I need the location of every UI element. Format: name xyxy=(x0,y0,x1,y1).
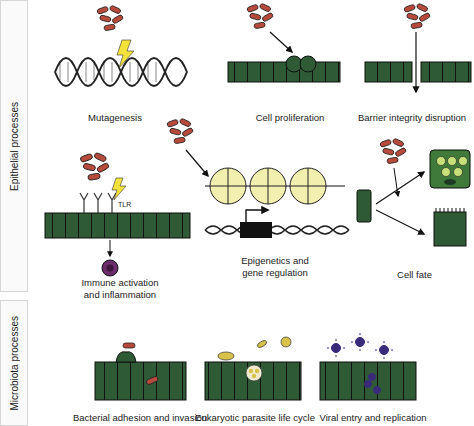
immune-cell xyxy=(102,260,118,276)
virus xyxy=(332,338,389,394)
process-panel: Mutagenesis xyxy=(45,0,185,123)
epithelium xyxy=(320,362,416,400)
panel-caption: Viral entry and replication xyxy=(319,412,426,424)
fate-arrow xyxy=(376,210,424,234)
epithelium xyxy=(205,362,301,400)
bacterium xyxy=(123,343,135,348)
panel-caption: Cell fate xyxy=(397,269,432,281)
fate-arrow xyxy=(376,172,424,204)
parasite xyxy=(256,339,267,348)
panel-caption: Bacterial adhesion and invasion xyxy=(73,412,207,424)
section-title: Epithelial processes xyxy=(9,102,20,191)
damage-bolt xyxy=(117,40,134,68)
epithelium xyxy=(421,62,471,82)
panel-caption: Epigenetics and gene regulation xyxy=(230,255,320,278)
section-band: Epithelial processes xyxy=(0,0,28,292)
process-panel: Bacterial adhesion and invasion xyxy=(70,340,210,423)
bacteria xyxy=(97,5,124,31)
signal-bolt xyxy=(112,178,126,200)
panel-caption: Immune activation and inflammation xyxy=(75,277,165,300)
panel-caption: Barrier integrity disruption xyxy=(358,112,466,124)
epithelium xyxy=(45,213,190,238)
dna-strand xyxy=(205,226,349,234)
section-band: Microbiota processes xyxy=(0,300,28,426)
nucleosome xyxy=(210,168,326,204)
bacteria xyxy=(80,152,110,180)
absorptive-cell xyxy=(434,212,466,246)
epithelium xyxy=(95,362,186,400)
bacterium xyxy=(146,376,159,386)
process-panel: Eukaryotic parasite life cycle xyxy=(195,340,315,423)
receptor-label: TLR xyxy=(118,201,131,208)
microvilli xyxy=(436,208,464,212)
dna-strand xyxy=(205,226,349,234)
effect-arrow xyxy=(186,150,208,176)
bacteria xyxy=(404,3,431,29)
process-panel: Epigenetics and gene regulation xyxy=(200,110,350,278)
gene-block xyxy=(240,222,272,238)
bacteria xyxy=(247,3,274,29)
immune-cell-nucleus xyxy=(107,265,114,272)
process-panel: Viral entry and replication xyxy=(310,340,436,423)
membrane-ruffle xyxy=(116,352,136,362)
parasite xyxy=(218,352,234,360)
bacteria xyxy=(167,118,194,144)
panel-caption: Cell proliferation xyxy=(256,112,325,124)
dividing-cell xyxy=(300,56,316,72)
secretory-cell xyxy=(430,150,470,188)
process-panel: Cell fate xyxy=(355,130,474,280)
tlr-receptor xyxy=(80,193,116,213)
process-panel: Barrier integrity disruption xyxy=(350,0,474,123)
process-panel: Cell proliferation xyxy=(215,0,365,123)
effect-arrow xyxy=(110,240,111,256)
panel-caption: Eukaryotic parasite life cycle xyxy=(195,412,315,424)
infected-vacuole xyxy=(246,365,262,381)
effect-arrow xyxy=(270,32,292,52)
parasite-cyst xyxy=(281,337,291,347)
epithelium xyxy=(365,62,412,82)
transcription-arrow xyxy=(246,210,268,222)
section-title: Microbiota processes xyxy=(9,316,20,410)
chromatin-strand xyxy=(205,185,345,186)
effect-arrow xyxy=(415,32,416,92)
panel-caption: Mutagenesis xyxy=(88,112,142,124)
epithelium xyxy=(228,62,340,82)
progenitor-cell xyxy=(357,190,371,222)
process-panel: Immune activation and inflammation xyxy=(40,140,200,300)
bacteria xyxy=(380,138,407,164)
